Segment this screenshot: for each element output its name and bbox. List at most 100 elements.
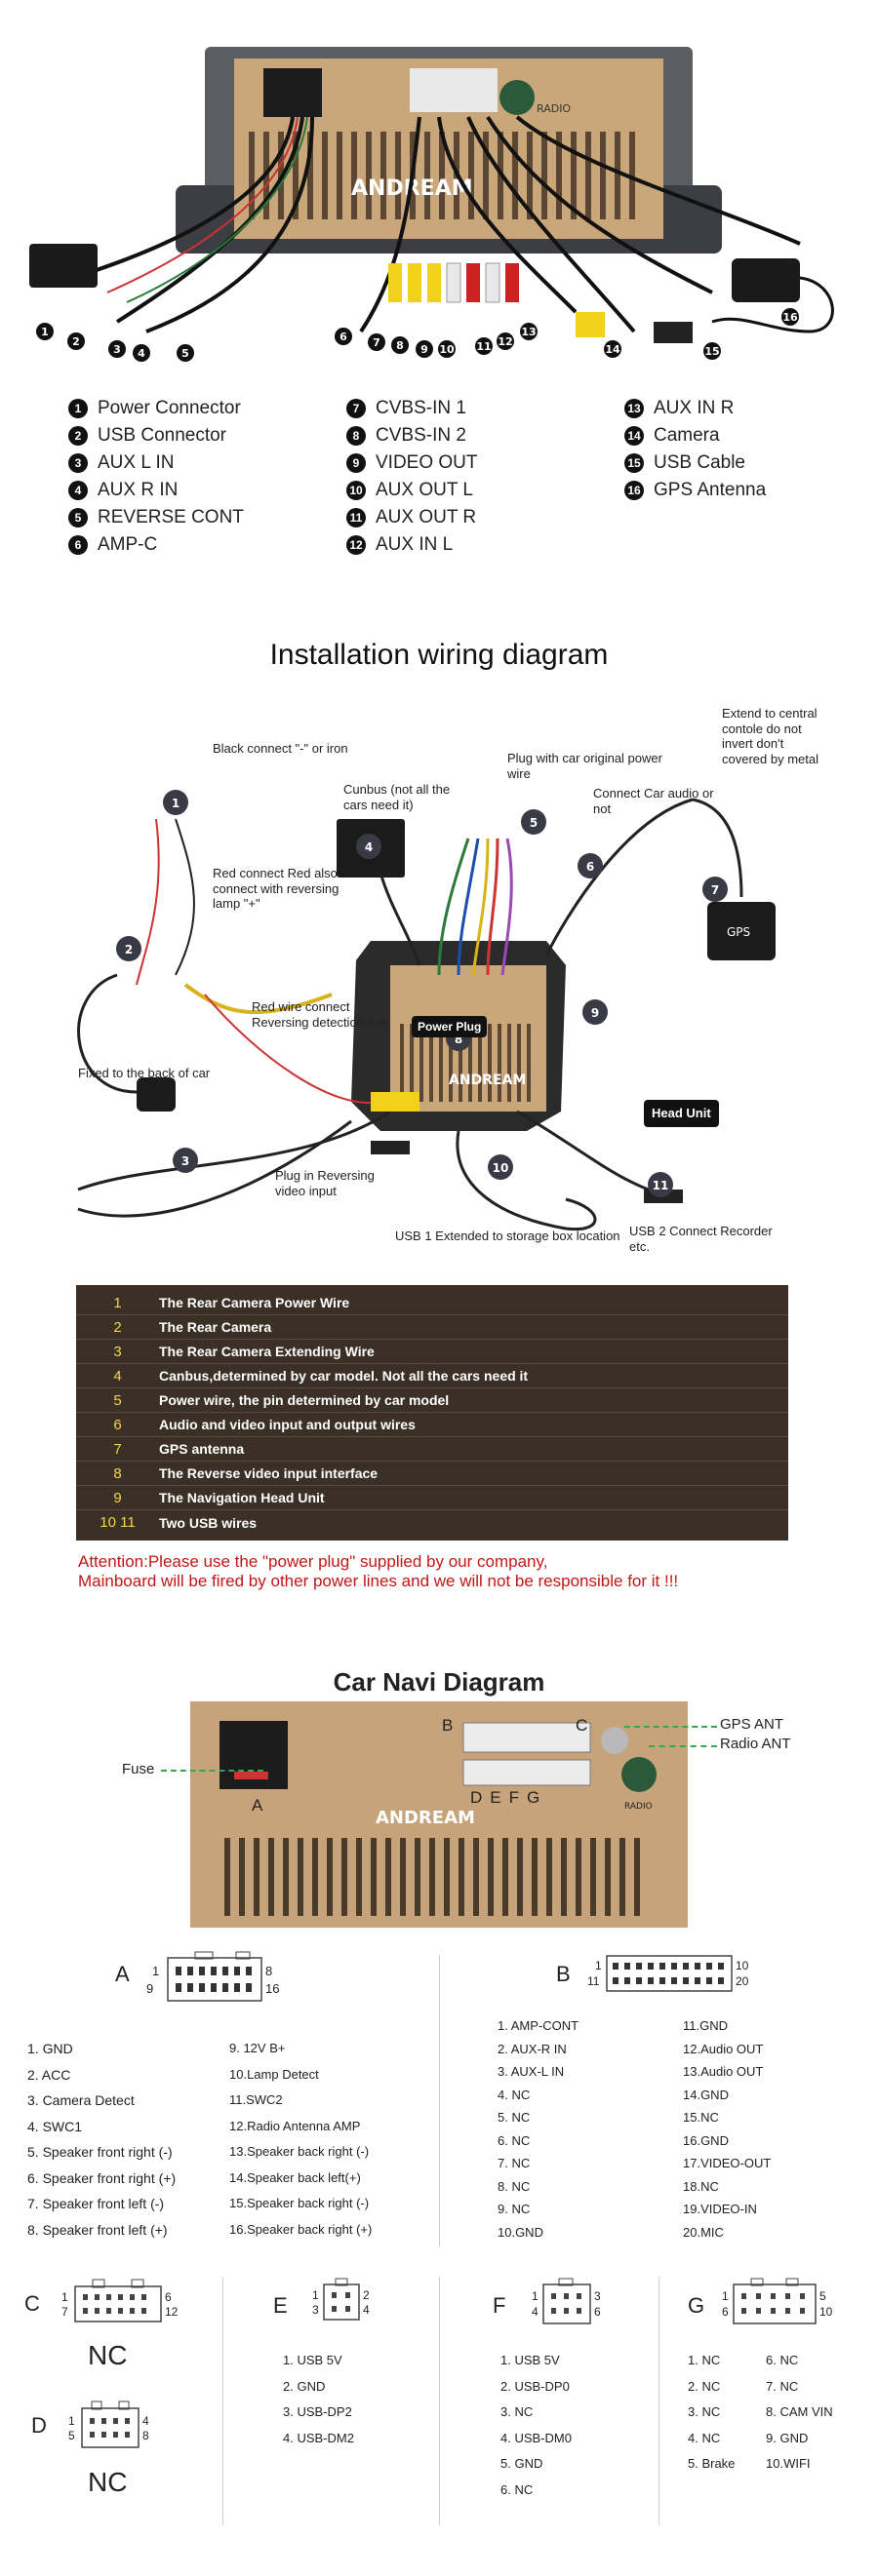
connector-G-label: G [688, 2293, 705, 2318]
svg-text:1: 1 [722, 2289, 729, 2303]
svg-text:1: 1 [172, 797, 180, 810]
connector-C-diagram: 1 7 6 12 [61, 2279, 179, 2322]
svg-text:ANDREAM: ANDREAM [449, 1073, 526, 1088]
svg-text:12: 12 [165, 2305, 179, 2319]
callout-7: 7 [373, 336, 380, 349]
label-connect-audio: Connect Car audio or not [593, 786, 714, 816]
connector-C-label: C [24, 2291, 40, 2316]
svg-text:9: 9 [146, 1981, 153, 1996]
label-black-wire: Black connect "-" or iron [213, 741, 348, 756]
svg-text:6: 6 [586, 860, 594, 874]
callout-1: 1 [41, 326, 49, 338]
label-red-wire: Red connect Red also connect with revers… [213, 866, 339, 912]
label-red-reverse: Red wire connect Reversing detection lin… [252, 999, 387, 1030]
svg-text:7: 7 [61, 2305, 68, 2319]
label-canbus: Cunbus (not all the cars need it) [343, 782, 451, 812]
svg-text:16: 16 [265, 1981, 279, 1996]
svg-text:10: 10 [736, 1959, 749, 1972]
callout-4: 4 [138, 347, 145, 360]
svg-text:3: 3 [312, 2303, 319, 2317]
callout-14: 14 [605, 343, 620, 356]
svg-text:11: 11 [587, 1974, 600, 1988]
svg-text:1: 1 [61, 2290, 68, 2304]
svg-text:5: 5 [68, 2429, 75, 2442]
svg-text:1: 1 [152, 1964, 159, 1978]
label-C: C [576, 1716, 588, 1735]
svg-text:6: 6 [165, 2290, 172, 2304]
callout-11: 11 [476, 340, 491, 353]
label-A: A [252, 1796, 263, 1815]
divider [658, 2277, 659, 2525]
callout-13: 13 [521, 326, 536, 338]
connector-G-diagram: 1 6 5 10 [722, 2278, 833, 2324]
svg-text:4: 4 [365, 840, 373, 854]
divider [439, 2277, 440, 2525]
svg-text:RADIO: RADIO [537, 102, 571, 115]
label-extend-gps: Extend to central contole do not invert … [722, 706, 818, 766]
callout-12: 12 [498, 335, 512, 348]
callout-8: 8 [396, 339, 404, 352]
connector-A-label: A [115, 1962, 130, 1986]
svg-text:4: 4 [363, 2303, 370, 2317]
svg-text:1: 1 [312, 2288, 319, 2302]
svg-text:5: 5 [819, 2289, 826, 2303]
label-gps-ant: GPS ANT [720, 1716, 784, 1733]
label-fixed-back: Fixed to the back of car [78, 1066, 211, 1080]
callout-9: 9 [420, 343, 428, 356]
connector-D-label: D [31, 2413, 47, 2438]
radio-leader [649, 1745, 717, 1747]
svg-text:GPS: GPS [727, 925, 750, 939]
svg-text:RADIO: RADIO [624, 1802, 653, 1812]
callout-2: 2 [72, 335, 80, 348]
connector-B-diagram: 1 11 10 20 [587, 1955, 749, 1992]
connector-F-label: F [493, 2293, 506, 2318]
svg-text:6: 6 [722, 2305, 729, 2319]
connector-B-label: B [556, 1962, 571, 1986]
label-power-plug: Power Plug [412, 1016, 488, 1038]
wiring-drawing: ANDREAM GPS 1 [77, 790, 776, 1231]
head-unit-rear-photo: RADIO ANDREAM 1 2 3 4 5 6 7 8 9 [29, 47, 834, 362]
label-plug-reversing: Plug in Reversing video input [275, 1168, 375, 1198]
svg-text:20: 20 [736, 1974, 749, 1988]
connector-D-diagram: 1 5 4 8 [68, 2400, 149, 2448]
label-DEFG: DEFG [470, 1788, 548, 1807]
navi-board-photo: RADIO ANDREAM [190, 1701, 688, 1928]
label-usb1: USB 1 Extended to storage box location [395, 1229, 620, 1243]
svg-text:9: 9 [591, 1006, 599, 1020]
svg-text:1: 1 [595, 1959, 602, 1972]
installation-wiring-diagram: ANDREAM GPS 1 [59, 702, 839, 1277]
connector-F-diagram: 1 4 3 6 [532, 2278, 601, 2324]
callout-5: 5 [181, 347, 189, 360]
connector-E-diagram: 1 3 2 4 [312, 2278, 370, 2321]
svg-text:8: 8 [265, 1964, 272, 1978]
callout-16: 16 [782, 311, 798, 324]
svg-text:5: 5 [530, 816, 538, 830]
svg-text:7: 7 [711, 883, 719, 897]
